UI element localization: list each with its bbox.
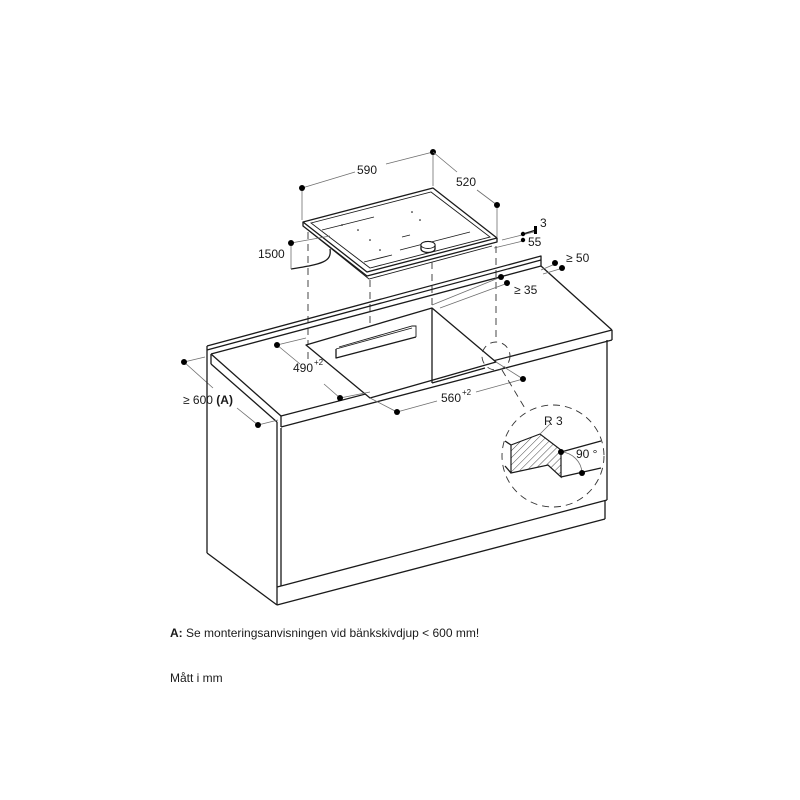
edge-detail: R 3 90 ° xyxy=(481,341,605,508)
dimension-frame-height: 3 55 xyxy=(493,216,547,249)
dimension-countertop-depth: ≥ 600 (A) xyxy=(181,356,279,428)
cutout-width-label: 560 xyxy=(441,391,461,405)
cutout-depth-tolerance: +2 xyxy=(314,358,324,367)
footnote-key: A: xyxy=(170,626,183,640)
countertop-depth-label: ≥ 600 (A) xyxy=(183,393,233,407)
rear-clearance-cutout-label: ≥ 35 xyxy=(514,283,538,297)
appliance-width-label: 590 xyxy=(357,163,377,177)
cutout-width-tolerance: +2 xyxy=(462,388,472,397)
dimension-cutout-width: 560 +2 xyxy=(369,361,526,415)
footnote-a: A: Se monteringsanvisningen vid bänkskiv… xyxy=(170,626,479,640)
installation-height-label: 55 xyxy=(528,235,542,249)
control-knob-icon xyxy=(420,240,436,254)
detail-angle-label: 90 ° xyxy=(576,447,598,461)
dimension-appliance: 590 520 xyxy=(299,149,500,237)
cutout-depth-label: 490 xyxy=(293,361,313,375)
footnote: A: Se monteringsanvisningen vid bänkskiv… xyxy=(170,626,479,640)
units-note: Mått i mm xyxy=(170,671,223,685)
base-cabinet xyxy=(206,340,608,606)
dimension-rear-clearance: ≥ 50 ≥ 35 xyxy=(431,251,590,309)
frame-thickness-label: 3 xyxy=(540,216,547,230)
cooktop-appliance xyxy=(302,187,498,280)
detail-radius-label: R 3 xyxy=(544,414,563,428)
countertop xyxy=(206,255,613,428)
footnote-text: Se monteringsanvisningen vid bänkskivdju… xyxy=(186,626,480,640)
rear-clearance-wall-label: ≥ 50 xyxy=(566,251,590,265)
dimension-cable-length: 1500 xyxy=(258,235,331,270)
appliance-depth-label: 520 xyxy=(456,175,476,189)
dimension-cutout-depth: 490 +2 xyxy=(274,337,371,401)
cable-length-label: 1500 xyxy=(258,247,285,261)
